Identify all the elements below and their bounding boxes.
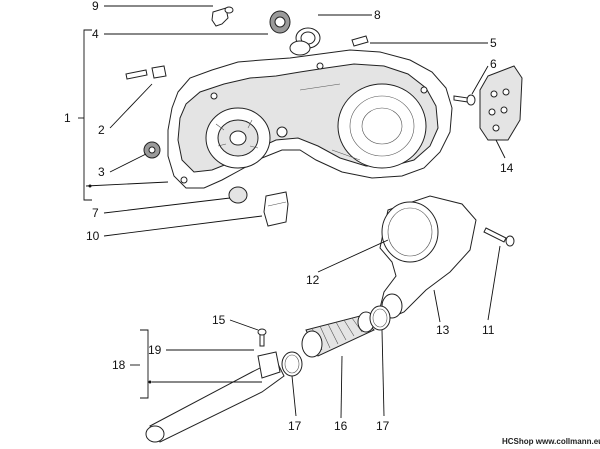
- callout-17-right: 17: [376, 419, 390, 433]
- hose-clamp-part-17-left: [281, 351, 303, 377]
- hose-clamp-part-17-right: [369, 305, 391, 331]
- bush-part-3: [143, 141, 161, 159]
- callout-3: 3: [98, 165, 105, 179]
- callout-19: 19: [148, 343, 162, 357]
- bracket-part-9: [211, 6, 234, 27]
- bolt-part-6: [453, 94, 476, 106]
- callout-10: 10: [86, 229, 100, 243]
- callout-7: 7: [92, 206, 99, 220]
- callout-12: 12: [306, 273, 320, 287]
- leader-lines: [78, 5, 506, 419]
- callout-17-left: 17: [288, 419, 302, 433]
- callout-6: 6: [490, 57, 497, 71]
- callout-15: 15: [212, 313, 226, 327]
- transmission-cover: [167, 49, 453, 189]
- plug-part-7: [228, 186, 248, 204]
- callout-8: 8: [374, 8, 381, 22]
- callout-5: 5: [490, 36, 497, 50]
- watermark: HCShop www.collmann.eu: [502, 437, 600, 446]
- screw-part-11: [483, 227, 515, 247]
- callout-9: 9: [92, 0, 99, 13]
- stud-part-2: [125, 65, 167, 80]
- dowel-pin-part-5: [351, 35, 369, 47]
- seal-ring-part-8: [289, 27, 321, 56]
- callout-13: 13: [436, 323, 450, 337]
- hose-part-16: [301, 311, 375, 358]
- clip-part-10: [263, 191, 289, 227]
- callout-1: 1: [64, 111, 71, 125]
- callout-11: 11: [482, 323, 495, 337]
- callout-2: 2: [98, 123, 105, 137]
- air-duct-part-13: [379, 195, 477, 319]
- callout-18: 18: [112, 358, 126, 372]
- bracket-plate-part-14: [479, 65, 523, 141]
- callout-14: 14: [500, 161, 514, 175]
- callout-16: 16: [334, 419, 348, 433]
- bearing-part-4: [269, 10, 291, 34]
- callout-4: 4: [92, 27, 99, 41]
- callout-labels: 9 4 8 5 6 1 2 3 7 10 14 12 13 11 15 19 1…: [64, 0, 514, 433]
- screw-part-15: [257, 328, 267, 347]
- intake-pipe-part-18: [145, 351, 285, 443]
